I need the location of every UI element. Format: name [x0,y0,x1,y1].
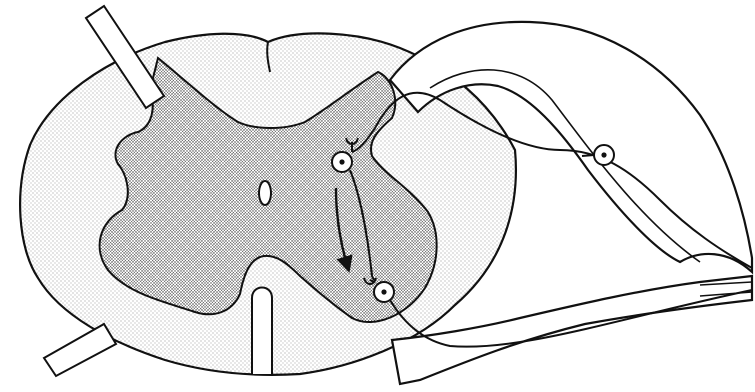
motor-nucleus-icon [381,289,386,294]
interneuron-nucleus-icon [339,159,344,164]
ganglion-cell-stem [582,155,594,156]
ventral-rootlet-left [44,324,116,376]
ganglion-nucleus-icon [601,152,606,157]
central-canal [259,181,271,205]
ventral-median-fissure [252,288,272,375]
